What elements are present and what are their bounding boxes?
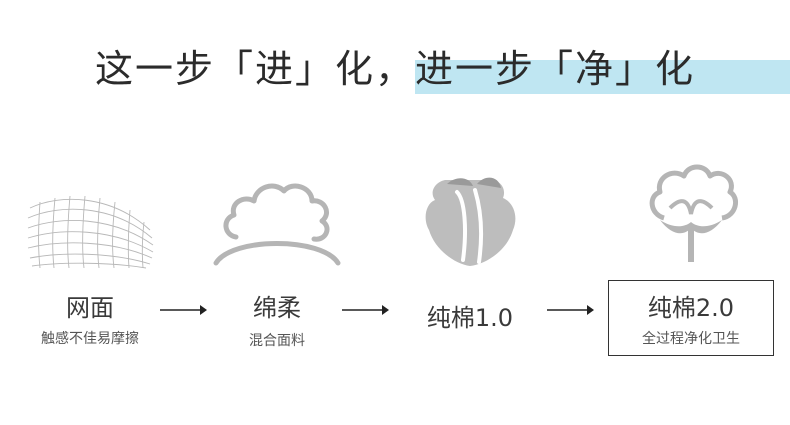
headline: 这一步「进」化，进一步「净」化 [0,38,790,93]
stage-subtitle: 触感不佳易摩擦 [15,328,165,348]
stage-title: 绵柔 [202,288,352,323]
stage-title: 网面 [15,288,165,323]
arrow-right-icon [158,300,208,320]
cotton-flower-icon [636,158,746,268]
highlighted-stage-frame [608,280,774,356]
stage-title: 纯棉1.0 [395,298,545,333]
stage-mesh: 网面 触感不佳易摩擦 [15,190,165,350]
arrow-right-icon [340,300,390,320]
cotton-cloud-icon [212,175,342,270]
stage-soft: 绵柔 混合面料 [202,175,352,350]
arrow-right-icon [545,300,595,320]
cotton-boll-icon [415,170,525,270]
mesh-fabric-icon [20,190,160,270]
stage-subtitle: 混合面料 [202,330,352,350]
stage-cotton-1: 纯棉1.0 [395,170,545,330]
